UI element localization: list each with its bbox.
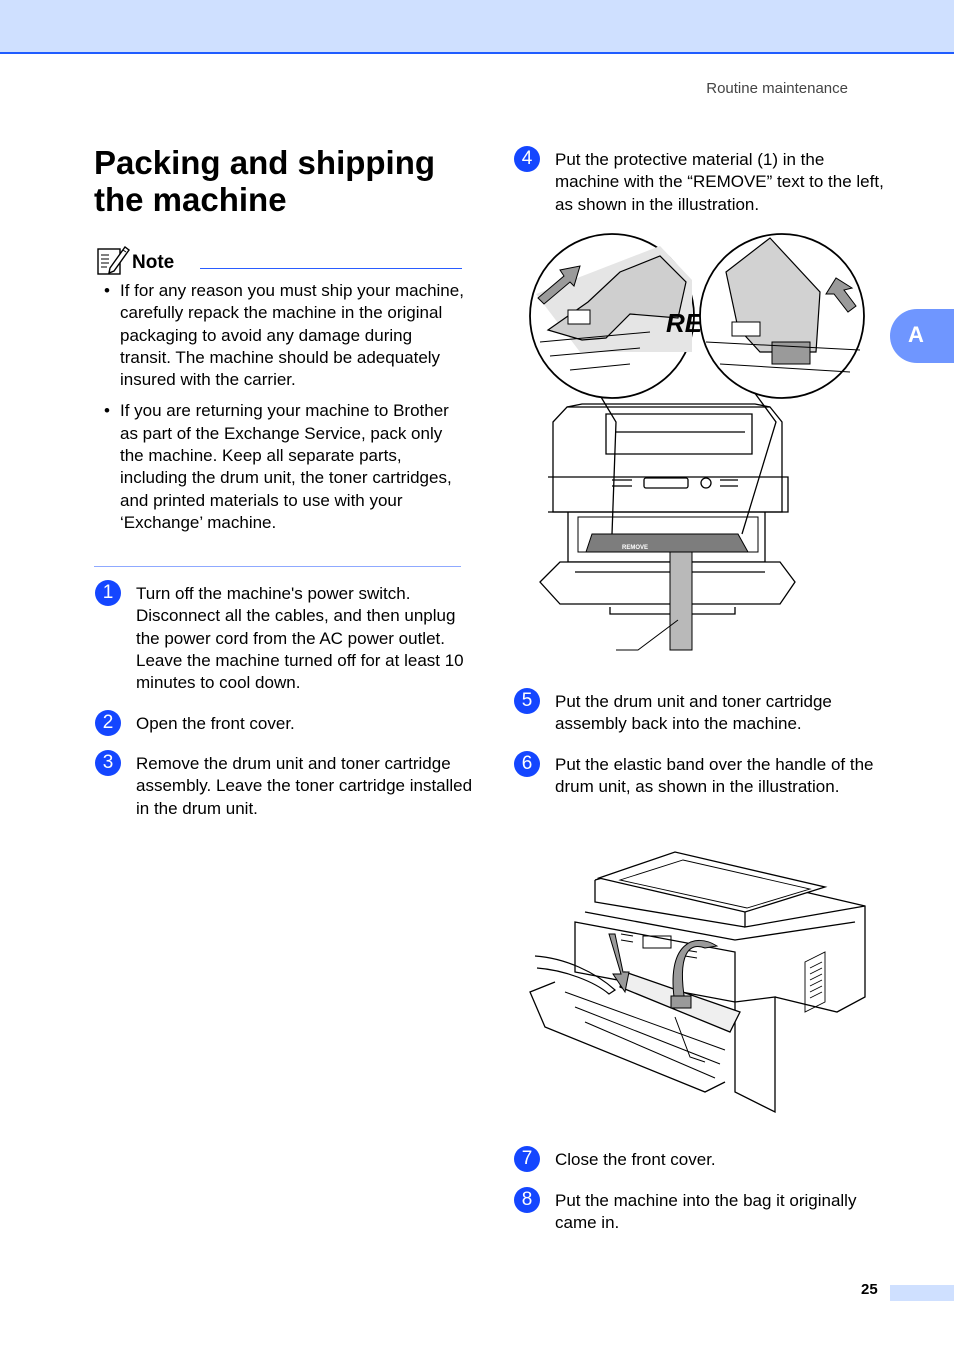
step-text: Put the machine into the bag it original… — [555, 1191, 857, 1233]
note-item: • If you are returning your machine to B… — [104, 400, 464, 534]
chapter-tab: A — [890, 309, 954, 363]
step-3: 3 Remove the drum unit and toner cartrid… — [95, 750, 476, 820]
note-label: Note — [132, 252, 175, 273]
step-text: Put the drum unit and toner cartridge as… — [555, 692, 832, 734]
step-8: 8 Put the machine into the bag it origin… — [514, 1187, 885, 1235]
zoom-line-right — [741, 391, 777, 535]
remove-label: REMOVE — [622, 545, 648, 551]
step-text: Close the front cover. — [555, 1150, 716, 1169]
elastic-band-illustration — [529, 851, 866, 1114]
note-item-text: If for any reason you must ship your mac… — [120, 281, 464, 390]
step-number-badge: 8 — [514, 1187, 540, 1213]
step-5: 5 Put the drum unit and toner cartridge … — [514, 688, 885, 736]
remove-sheet: REMOVE — [585, 533, 749, 651]
step-text: Put the elastic band over the handle of … — [555, 755, 874, 797]
step-4: 4 Put the protective material (1) in the… — [514, 146, 885, 216]
bullet: • — [104, 401, 110, 421]
note-rule — [200, 268, 462, 269]
note-item: • If for any reason you must ship your m… — [104, 280, 464, 391]
zoom-remove-text: RE — [666, 308, 703, 338]
elastic-band — [670, 939, 719, 1009]
step-number-badge: 6 — [514, 751, 540, 777]
page-number: 25 — [861, 1281, 878, 1298]
protective-material-illustration: REMOVE RE — [529, 233, 865, 651]
callout-line — [616, 619, 679, 651]
step-text: Turn off the machine's power switch. Dis… — [136, 584, 464, 693]
step-text: Open the front cover. — [136, 714, 295, 733]
note-header: Note — [96, 244, 462, 275]
top-band — [0, 0, 954, 54]
step-2: 2 Open the front cover. — [95, 710, 476, 736]
step-number-badge: 2 — [95, 710, 121, 736]
step-number-badge: 1 — [95, 580, 121, 606]
hand-outline — [534, 955, 616, 995]
note-pencil-icon — [97, 246, 130, 275]
page-title: Packing and shipping the machine — [94, 144, 436, 218]
zoom-circle-right — [699, 233, 865, 399]
step-1: 1 Turn off the machine's power switch. D… — [95, 580, 476, 694]
note-list: • If for any reason you must ship your m… — [104, 280, 464, 543]
step-number-badge: 7 — [514, 1146, 540, 1172]
step-text: Remove the drum unit and toner cartridge… — [136, 754, 473, 818]
step-number-badge: 4 — [514, 146, 540, 172]
zoom-line-left — [597, 391, 617, 535]
bullet: • — [104, 281, 110, 300]
step-7: 7 Close the front cover. — [514, 1146, 885, 1172]
step-number-badge: 3 — [95, 750, 121, 776]
page-number-tab — [890, 1285, 954, 1301]
step-number-badge: 5 — [514, 688, 540, 714]
note-end-rule — [94, 566, 461, 567]
running-header: Routine maintenance — [706, 80, 848, 97]
chapter-tab-label: A — [908, 322, 924, 347]
note-item-text: If you are returning your machine to Bro… — [120, 401, 452, 532]
step-6: 6 Put the elastic band over the handle o… — [514, 751, 885, 799]
step-text: Put the protective material (1) in the m… — [555, 150, 884, 214]
push-arrow — [608, 933, 630, 994]
zoom-circle-left: RE — [529, 233, 703, 399]
